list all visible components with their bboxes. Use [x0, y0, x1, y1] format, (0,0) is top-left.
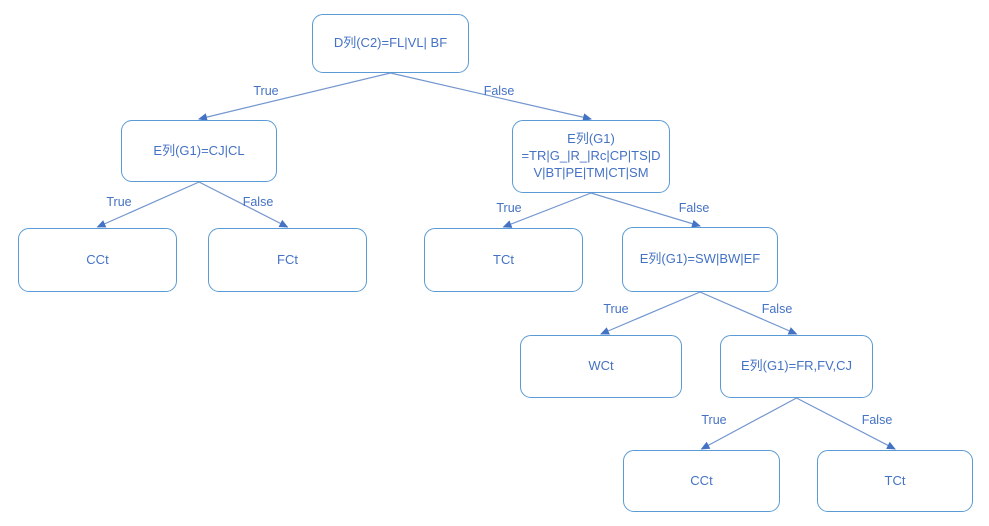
tree-node-e-cj-cl: E列(G1)=CJ|CL — [121, 120, 277, 182]
tree-node-fct: FCt — [208, 228, 367, 292]
edge-label-false-3: False — [243, 195, 274, 209]
edge-label-true-8: True — [701, 413, 726, 427]
tree-node-root: D列(C2)=FL|VL| BF — [312, 14, 469, 73]
tree-edge — [590, 192, 701, 228]
edge-label-false-1: False — [484, 84, 515, 98]
tree-node-cct-1: CCt — [18, 228, 177, 292]
tree-edge — [699, 291, 798, 335]
tree-node-cct-2: CCt — [623, 450, 780, 512]
edge-label-true-0: True — [253, 84, 278, 98]
tree-node-tct-2: TCt — [817, 450, 973, 512]
tree-node-e-tr-group: E列(G1) =TR|G_|R_|Rc|CP|TS|D V|BT|PE|TM|C… — [512, 120, 670, 193]
tree-edge — [198, 72, 391, 122]
edge-label-true-4: True — [496, 201, 521, 215]
edge-label-false-5: False — [679, 201, 710, 215]
edge-label-true-2: True — [106, 195, 131, 209]
edge-label-false-9: False — [862, 413, 893, 427]
tree-edge — [198, 181, 289, 228]
tree-edge — [502, 192, 592, 228]
tree-node-tct-1: TCt — [424, 228, 583, 292]
tree-node-wct: WCt — [520, 335, 682, 398]
tree-node-e-fr-fv-cj: E列(G1)=FR,FV,CJ — [720, 335, 873, 398]
edge-label-true-6: True — [603, 302, 628, 316]
tree-edge — [390, 72, 592, 122]
edge-label-false-7: False — [762, 302, 793, 316]
tree-node-e-sw-bw-ef: E列(G1)=SW|BW|EF — [622, 227, 778, 292]
tree-edge — [96, 181, 200, 228]
tree-edge — [796, 397, 896, 450]
tree-edge — [600, 291, 701, 335]
tree-edge — [700, 397, 797, 450]
